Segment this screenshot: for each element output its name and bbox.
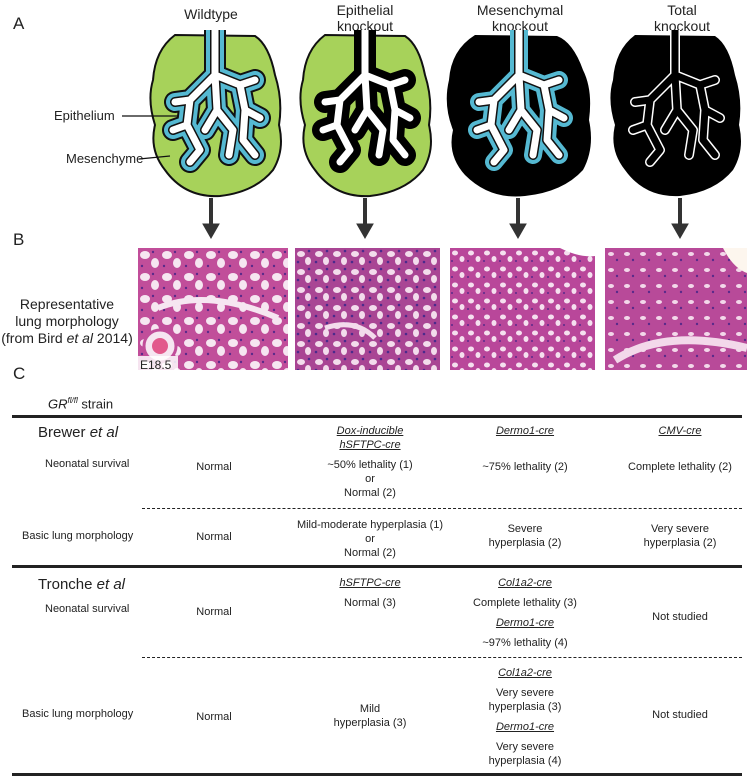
- epithelium-tree: [468, 30, 573, 171]
- table-rule-middle: [12, 565, 742, 568]
- row-label-neonatal-brewer: Neonatal survival: [45, 458, 130, 470]
- micrograph-mesenchymal-knockout: [450, 248, 595, 370]
- cell-brewer-neonatal-wt: Normal: [196, 461, 232, 473]
- row-label-morph-brewer: Basic lung morphology: [22, 530, 134, 542]
- cell-tronche-morph-wt: Normal: [196, 711, 232, 723]
- cell-brewer-neonatal-tot: Complete lethality (2): [628, 461, 732, 473]
- strain-label: GRfl/fl strain: [48, 396, 114, 412]
- cell-tronche-neonatal-mes: Col1a2-cre Complete lethality (3) Dermo1…: [473, 577, 577, 649]
- micrograph-epithelial-knockout: [295, 248, 440, 370]
- lung-diagram-wildtype: [149, 30, 282, 198]
- cell-brewer-neonatal-mes: ~75% lethality (2): [482, 461, 568, 473]
- panel-letter-b: B: [13, 230, 25, 249]
- cre-epithelial-tronche: hSFTPC-cre: [339, 577, 401, 589]
- column-header-wildtype: Wildtype: [184, 6, 238, 22]
- mesenchyme-label: Mesenchyme: [66, 151, 144, 166]
- lung-diagram-total-knockout: [610, 30, 741, 197]
- group-tronche: Tronche et al: [38, 576, 125, 593]
- row-label-neonatal-tronche: Neonatal survival: [45, 603, 130, 615]
- cell-tronche-neonatal-epi: Normal (3): [344, 597, 396, 609]
- epithelium-label: Epithelium: [54, 108, 115, 123]
- cre-total-brewer: CMV-cre: [658, 425, 702, 437]
- group-brewer: Brewer et al: [38, 424, 119, 441]
- lung-diagram-epithelial-knockout: [299, 30, 432, 198]
- lung-diagram-mesenchymal-knockout: [446, 30, 591, 197]
- cell-tronche-neonatal-wt: Normal: [196, 606, 232, 618]
- cell-brewer-morph-wt: Normal: [196, 531, 232, 543]
- arrows: [202, 198, 689, 240]
- cre-mesenchymal-brewer: Dermo1-cre: [495, 425, 555, 437]
- table-dash-brewer: [142, 508, 742, 509]
- table-rule-bottom: [12, 773, 742, 776]
- epithelium-tree: [628, 30, 725, 167]
- row-label-morph-tronche: Basic lung morphology: [22, 708, 134, 720]
- micrograph-wildtype: [138, 248, 288, 370]
- stage-label: E18.5: [140, 358, 172, 372]
- label-leader-lines: [122, 115, 178, 160]
- cell-tronche-neonatal-tot: Not studied: [652, 611, 708, 623]
- panel-letter-a: A: [13, 14, 25, 33]
- representative-caption: Representative lung morphology (from Bir…: [1, 296, 133, 346]
- panel-letter-c: C: [13, 364, 26, 383]
- cell-tronche-morph-tot: Not studied: [652, 709, 708, 721]
- table-dash-tronche: [142, 657, 742, 658]
- epithelium-tree: [312, 30, 421, 173]
- table-rule-top: [12, 415, 742, 418]
- cell-tronche-morph-mes: Col1a2-cre Very severe hyperplasia (3) D…: [488, 667, 562, 767]
- epithelium-tree: [162, 30, 271, 173]
- micrograph-total-knockout: [605, 248, 747, 370]
